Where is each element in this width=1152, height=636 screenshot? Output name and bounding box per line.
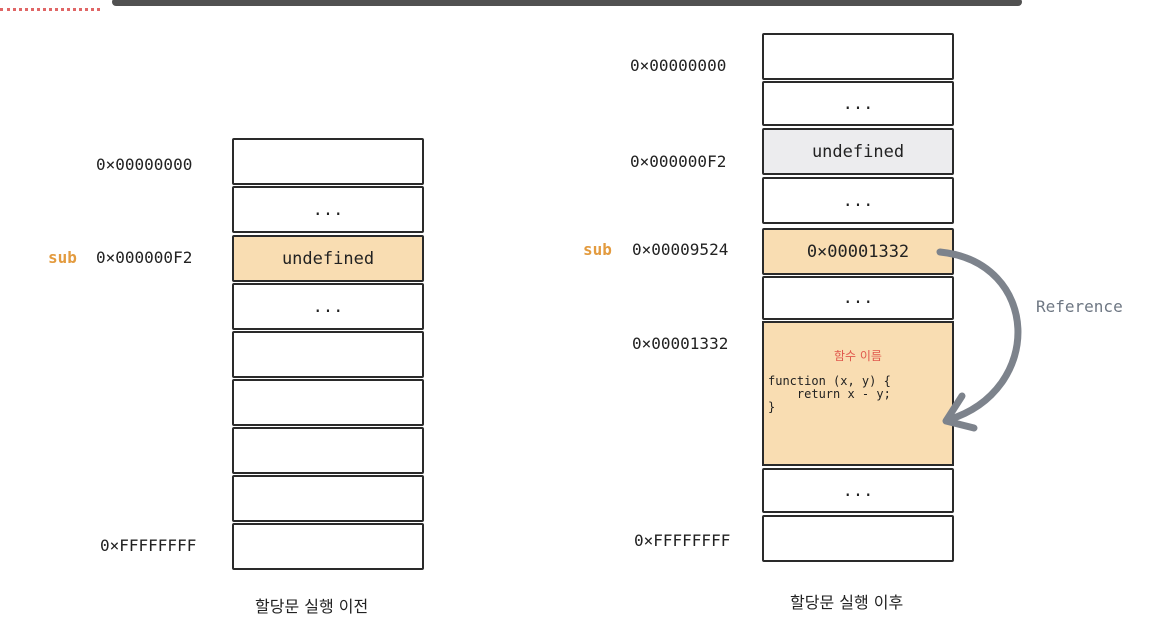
- variable-label-sub: sub: [583, 240, 612, 259]
- memory-cell-undefined: undefined: [762, 128, 954, 175]
- address-label-end: 0×FFFFFFFF: [100, 536, 197, 555]
- memory-cell: [232, 379, 424, 426]
- address-label-sub: 0×00009524: [632, 240, 729, 259]
- memory-cell-ellipsis: ...: [232, 186, 424, 233]
- memory-cell-ellipsis: ...: [762, 81, 954, 126]
- function-code: function (x, y) { return x - y; }: [768, 374, 891, 414]
- reference-label: Reference: [1036, 297, 1123, 316]
- memory-cell-ellipsis: ...: [762, 276, 954, 320]
- memory-cell: [232, 427, 424, 474]
- memory-cell: [762, 33, 954, 80]
- memory-cell-ellipsis: ...: [762, 177, 954, 224]
- address-label-undefined: 0×000000F2: [630, 152, 727, 171]
- underline-marks: [0, 2, 100, 11]
- right-caption: 할당문 실행 이후: [790, 593, 904, 612]
- function-name-label: 함수 이름: [834, 349, 882, 363]
- address-label-sub: 0×000000F2: [96, 248, 193, 267]
- memory-cell-sub: undefined: [232, 235, 424, 282]
- variable-label-sub: sub: [48, 248, 77, 267]
- address-label-function: 0×00001332: [632, 334, 729, 353]
- memory-cell: [232, 331, 424, 378]
- memory-cell-sub: 0×00001332: [762, 228, 954, 275]
- memory-cell: [232, 138, 424, 185]
- memory-cell-ellipsis: ...: [762, 468, 954, 513]
- memory-cell: [762, 515, 954, 562]
- address-label-start: 0×00000000: [630, 56, 727, 75]
- cropped-text-line: [112, 0, 1022, 6]
- left-caption: 할당문 실행 이전: [255, 597, 369, 616]
- function-object-cell: 함수 이름 function (x, y) { return x - y; }: [762, 321, 954, 466]
- address-label-end: 0×FFFFFFFF: [634, 531, 731, 550]
- memory-cell: [232, 475, 424, 522]
- cropped-header-text: [0, 0, 1040, 14]
- address-label-start: 0×00000000: [96, 155, 193, 174]
- memory-cell-ellipsis: ...: [232, 283, 424, 330]
- memory-cell: [232, 523, 424, 570]
